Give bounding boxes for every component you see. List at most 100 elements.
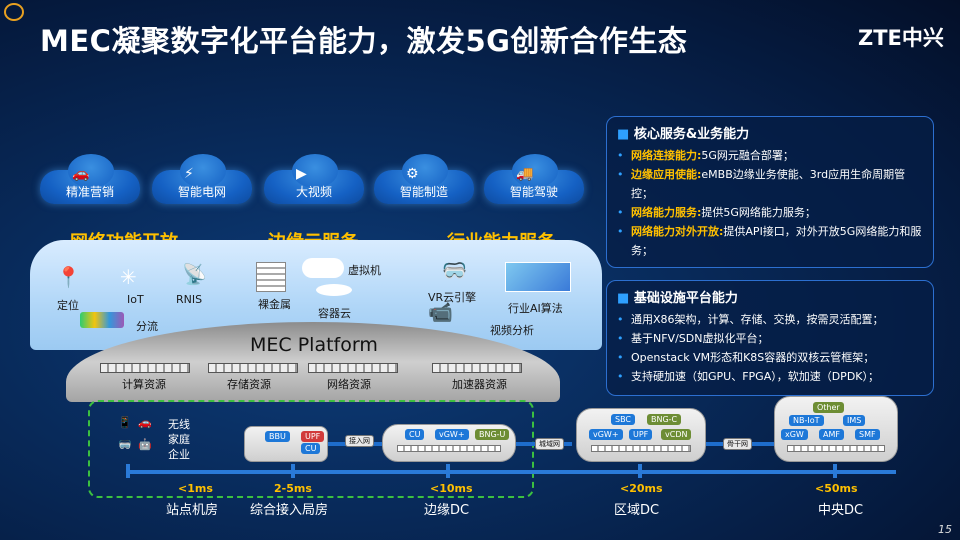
app-label: 精准营销 [65, 185, 114, 199]
region-server [591, 445, 691, 452]
storage-rack [208, 363, 298, 373]
ai-dashboard-icon [505, 262, 571, 292]
car-device-icon: 🚗 [138, 416, 152, 429]
tag-cu: CU [301, 443, 321, 454]
resource-label: 加速器资源 [452, 378, 507, 391]
link-metro-net: 城域网 [535, 438, 564, 450]
app-cloud-grid: ⚡ 智能电网 [152, 154, 252, 204]
robot-arm-icon: ⚙ [406, 166, 419, 182]
device-home: 家庭 [168, 433, 190, 446]
site-label: 站点机房 [166, 503, 219, 518]
accelerator-rack [432, 363, 522, 373]
server-rack-icon [256, 262, 286, 292]
axis-tick [446, 464, 450, 478]
cap-rnis: RNIS [176, 293, 203, 306]
app-cloud-driving: 🚚 智能驾驶 [484, 154, 584, 204]
infra-platform-panel: ■ 基础设施平台能力 通用X86架构，计算、存储、交换，按需灵活配置； 基于NF… [606, 280, 934, 396]
latency-label: <20ms [620, 482, 663, 495]
latency-label: 2-5ms [274, 482, 312, 495]
app-label: 智能制造 [399, 185, 448, 199]
app-cloud-manufacturing: ⚙ 智能制造 [374, 154, 474, 204]
compute-rack [100, 363, 190, 373]
camera-icon: 📹 [428, 300, 453, 324]
app-cloud-marketing: 🚗 精准营销 [40, 154, 140, 204]
region-tag: vCDN [661, 429, 692, 440]
region-tag: vGW+ [589, 429, 623, 440]
latency-label: <50ms [815, 482, 858, 495]
central-tag: IMS [843, 415, 866, 426]
latency-label: <1ms [178, 482, 213, 495]
core-item: 边缘应用使能:eMBB边缘业务使能、3rd应用生命周期管控； [617, 165, 923, 203]
edge-tag: BNG-U [475, 429, 510, 440]
vm-cloud-icon [302, 258, 344, 278]
region-tag: SBC [611, 414, 636, 425]
app-label: 智能电网 [177, 185, 226, 199]
site-label: 综合接入局房 [250, 503, 329, 518]
axis-tick [126, 464, 130, 478]
core-item: 网络能力对外开放:提供API接口，对外开放5G网络能力和服务； [617, 222, 923, 260]
cap-location: 定位 [57, 299, 79, 312]
central-dc-node: Other NB-IoT IMS xGW AMF SMF [774, 396, 898, 462]
zte-logo: ZTE中兴 [858, 26, 944, 50]
app-cloud-video: ▶ 大视频 [264, 154, 364, 204]
cap-vr: VR云引擎 [428, 291, 477, 304]
region-dc-node: SBC BNG-C vGW+ UPF vCDN [576, 408, 706, 462]
access-node: BBU UPF CU [244, 426, 328, 462]
tag-upf: UPF [301, 431, 325, 442]
tag-bbu: BBU [265, 431, 290, 442]
core-item: 网络能力服务:提供5G网络能力服务； [617, 203, 923, 222]
site-label: 区域DC [614, 503, 660, 518]
latency-axis [126, 470, 896, 474]
resource-label: 存储资源 [227, 378, 271, 391]
core-item: 网络连接能力:5G网元融合部署； [617, 146, 923, 165]
link-access-net: 接入网 [345, 435, 374, 447]
infra-item: Openstack VM形态和K8S容器的双核云管框架； [617, 348, 923, 367]
region-tag: UPF [629, 429, 653, 440]
cap-container: 容器云 [318, 307, 351, 320]
link-backbone: 骨干网 [723, 438, 752, 450]
edge-dc-node: CU vGW+ BNG-U [382, 424, 516, 462]
antenna-icon: 📡 [182, 262, 207, 286]
app-label: 智能驾驶 [509, 185, 558, 199]
page-title: MEC凝聚数字化平台能力，激发5G创新合作生态 [40, 24, 688, 58]
central-server [787, 445, 885, 452]
central-tag: SMF [855, 429, 880, 440]
vr-headset-icon: 🥽 [442, 258, 467, 282]
cap-bare-metal: 裸金属 [258, 298, 291, 311]
infra-item: 通用X86架构，计算、存储、交换，按需灵活配置； [617, 310, 923, 329]
core-panel-heading: ■ 核心服务&业务能力 [617, 127, 750, 142]
cap-split: 分流 [136, 320, 158, 333]
site-label: 边缘DC [424, 503, 470, 518]
core-services-panel: ■ 核心服务&业务能力 网络连接能力:5G网元融合部署； 边缘应用使能:eMBB… [606, 116, 934, 268]
car-icon: 🚗 [72, 166, 90, 182]
latency-label: <10ms [430, 482, 473, 495]
chat-bubble-icon [4, 3, 24, 21]
app-label: 大视频 [295, 185, 332, 199]
resource-label: 网络资源 [327, 378, 371, 391]
edge-zone-dashed-box [88, 400, 534, 498]
split-icon [80, 312, 124, 328]
robot-device-icon: 🤖 [138, 438, 152, 451]
cap-iot: IoT [127, 293, 144, 306]
edge-tag: vGW+ [435, 429, 469, 440]
central-tag: NB-IoT [789, 415, 824, 426]
iot-network-icon: ✳ [120, 265, 137, 289]
truck-icon: 🚚 [516, 166, 534, 182]
edge-tag: CU [405, 429, 425, 440]
edge-server [397, 445, 501, 452]
central-tag: xGW [781, 429, 808, 440]
cap-video: 视频分析 [490, 324, 534, 337]
resource-label: 计算资源 [122, 378, 166, 391]
page-number: 15 [938, 523, 952, 536]
network-rack [308, 363, 398, 373]
region-tag: BNG-C [647, 414, 682, 425]
container-icon [316, 284, 352, 296]
infra-panel-heading: ■ 基础设施平台能力 [617, 291, 738, 306]
device-enterprise: 企业 [168, 448, 190, 461]
mec-platform-title: MEC Platform [250, 334, 378, 356]
grid-tower-icon: ⚡ [184, 166, 194, 182]
vr-device-icon: 🥽 [118, 438, 132, 451]
phone-icon: 📱 [118, 416, 132, 429]
cap-vm: 虚拟机 [348, 264, 381, 277]
site-label: 中央DC [818, 503, 864, 518]
